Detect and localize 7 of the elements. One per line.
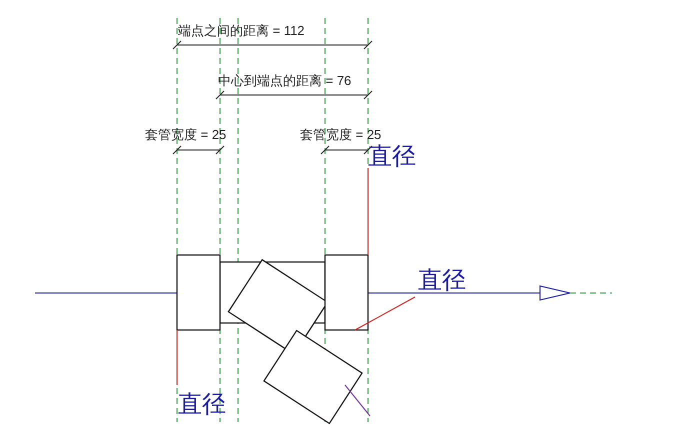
diameter-label: 直径 <box>418 268 466 292</box>
dimension-label: 套管宽度 = 25 <box>300 128 382 141</box>
dimension-label: 中心到端点的距离 = 76 <box>218 74 352 87</box>
diameter-label: 直径 <box>368 144 416 168</box>
diameter-label: 直径 <box>178 392 226 416</box>
dimension-label: 套管宽度 = 25 <box>145 128 226 141</box>
dimension-label: 端点之间的距离 = 112 <box>178 24 305 37</box>
